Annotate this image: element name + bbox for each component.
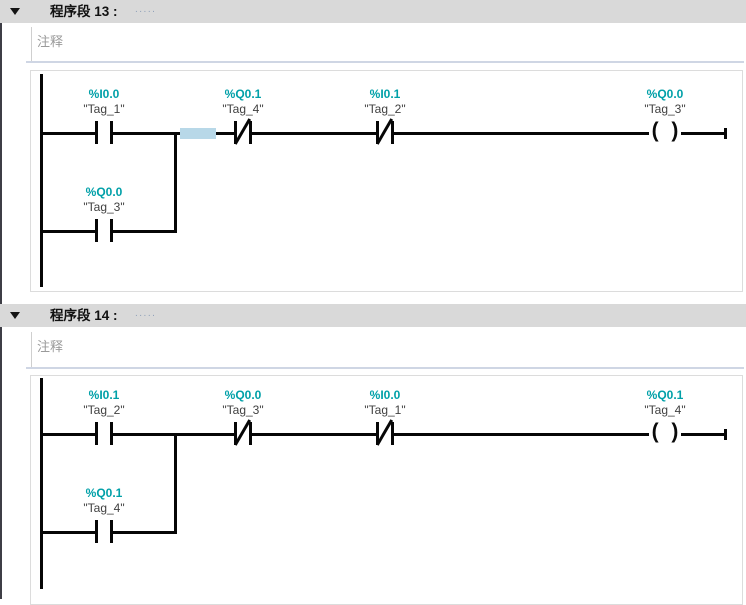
operand-tag[interactable]: "Tag_1" bbox=[364, 403, 406, 417]
network-13-header[interactable]: 程序段 13 : ..... bbox=[0, 0, 746, 23]
contact-bar bbox=[234, 121, 237, 144]
comment-divider bbox=[26, 61, 744, 63]
rail-end-terminator bbox=[724, 128, 727, 139]
contact-gap bbox=[98, 429, 110, 439]
contact-no[interactable]: %I0.0 "Tag_1" bbox=[59, 87, 149, 157]
contact-bar bbox=[376, 121, 379, 144]
operand-address[interactable]: %Q0.1 bbox=[646, 388, 684, 402]
comment-field-border bbox=[31, 27, 32, 62]
branch-junction-wire bbox=[174, 433, 177, 534]
operand-tag[interactable]: "Tag_3" bbox=[222, 403, 264, 417]
operand-tag[interactable]: "Tag_2" bbox=[83, 403, 125, 417]
network-title[interactable]: 程序段 13 : bbox=[50, 4, 118, 19]
contact-gap bbox=[98, 226, 110, 236]
operand-address[interactable]: %I0.1 bbox=[369, 87, 401, 101]
contact-no[interactable]: %I0.1 "Tag_2" bbox=[59, 388, 149, 458]
contact-bar bbox=[110, 520, 113, 543]
network-title-placeholder[interactable]: ..... bbox=[135, 308, 157, 319]
contact-bar bbox=[95, 422, 98, 445]
branch-junction-wire bbox=[174, 132, 177, 233]
window-left-border bbox=[0, 0, 2, 599]
collapse-triangle-icon[interactable] bbox=[10, 312, 20, 319]
operand-tag[interactable]: "Tag_1" bbox=[83, 102, 125, 116]
operand-tag[interactable]: "Tag_3" bbox=[644, 102, 686, 116]
network-comment[interactable]: 注释 bbox=[37, 34, 64, 49]
coil-gap bbox=[649, 127, 681, 139]
network-title-placeholder[interactable]: ..... bbox=[135, 4, 157, 15]
comment-field-border bbox=[31, 332, 32, 367]
wire-selection-highlight bbox=[180, 128, 216, 139]
contact-bar bbox=[249, 422, 252, 445]
operand-address[interactable]: %Q0.0 bbox=[85, 185, 123, 199]
operand-address[interactable]: %Q0.1 bbox=[224, 87, 262, 101]
contact-nc[interactable]: %I0.0 "Tag_1" bbox=[340, 388, 430, 458]
contact-bar bbox=[249, 121, 252, 144]
operand-tag[interactable]: "Tag_4" bbox=[83, 501, 125, 515]
operand-address[interactable]: %I0.0 bbox=[88, 87, 120, 101]
contact-bar bbox=[391, 422, 394, 445]
contact-no[interactable]: %Q0.0 "Tag_3" bbox=[59, 185, 149, 255]
rail-end-terminator bbox=[724, 429, 727, 440]
contact-bar bbox=[110, 422, 113, 445]
contact-bar bbox=[95, 520, 98, 543]
operand-address[interactable]: %Q0.0 bbox=[646, 87, 684, 101]
operand-tag[interactable]: "Tag_2" bbox=[364, 102, 406, 116]
operand-tag[interactable]: "Tag_4" bbox=[222, 102, 264, 116]
contact-no[interactable]: %Q0.1 "Tag_4" bbox=[59, 486, 149, 556]
power-rail bbox=[40, 74, 43, 287]
contact-bar bbox=[234, 422, 237, 445]
coil[interactable]: %Q0.0 "Tag_3" ( ) bbox=[620, 87, 710, 157]
contact-nc[interactable]: %Q0.0 "Tag_3" bbox=[198, 388, 288, 458]
operand-address[interactable]: %Q0.1 bbox=[85, 486, 123, 500]
operand-tag[interactable]: "Tag_3" bbox=[83, 200, 125, 214]
operand-tag[interactable]: "Tag_4" bbox=[644, 403, 686, 417]
ladder-area-14[interactable] bbox=[30, 375, 743, 605]
operand-address[interactable]: %Q0.0 bbox=[224, 388, 262, 402]
contact-gap bbox=[98, 128, 110, 138]
coil[interactable]: %Q0.1 "Tag_4" ( ) bbox=[620, 388, 710, 458]
contact-bar bbox=[95, 219, 98, 242]
collapse-triangle-icon[interactable] bbox=[10, 8, 20, 15]
coil-parens: ( ) bbox=[651, 420, 679, 443]
contact-nc[interactable]: %I0.1 "Tag_2" bbox=[340, 87, 430, 157]
power-rail bbox=[40, 378, 43, 589]
network-title[interactable]: 程序段 14 : bbox=[50, 308, 118, 323]
coil-parens: ( ) bbox=[651, 119, 679, 142]
contact-bar bbox=[391, 121, 394, 144]
contact-bar bbox=[110, 219, 113, 242]
ladder-area-13[interactable] bbox=[30, 70, 743, 292]
network-14-header[interactable]: 程序段 14 : ..... bbox=[0, 304, 746, 327]
contact-gap bbox=[98, 527, 110, 537]
coil-gap bbox=[649, 428, 681, 440]
network-comment[interactable]: 注释 bbox=[37, 339, 64, 354]
contact-bar bbox=[376, 422, 379, 445]
contact-bar bbox=[95, 121, 98, 144]
operand-address[interactable]: %I0.1 bbox=[88, 388, 120, 402]
contact-nc[interactable]: %Q0.1 "Tag_4" bbox=[198, 87, 288, 157]
comment-divider bbox=[26, 367, 744, 369]
operand-address[interactable]: %I0.0 bbox=[369, 388, 401, 402]
contact-bar bbox=[110, 121, 113, 144]
